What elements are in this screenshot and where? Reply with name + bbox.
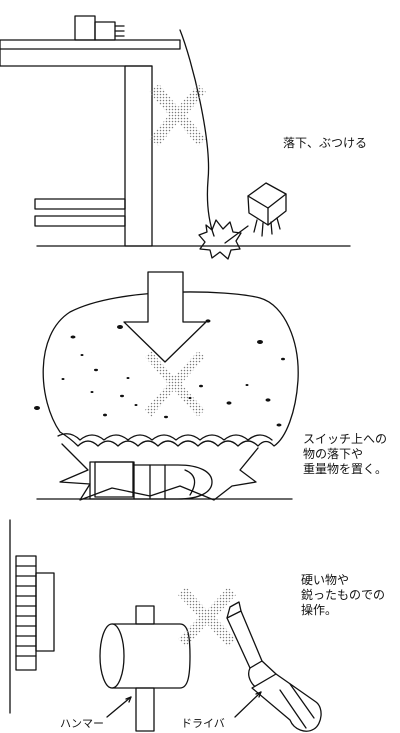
crushed-switch — [89, 461, 213, 500]
caption-press: スイッチ上への 物の落下や 重量物を置く。 — [303, 432, 387, 477]
driver-label: ドライバ — [181, 717, 225, 730]
caption-press-line: 物の落下や — [303, 447, 364, 461]
hammer-icon — [99, 605, 191, 732]
panel-tools — [9, 519, 322, 732]
hammer-label: ハンマー — [60, 717, 104, 730]
caption-press-line: 重量物を置く。 — [303, 462, 388, 476]
driver-leader — [234, 691, 262, 718]
panel-press — [36, 271, 299, 501]
caption-tools: 硬い物や 鋭ったものでの 操作。 — [301, 573, 385, 618]
prohibit-mark-3 — [178, 587, 236, 647]
impact-slash — [224, 225, 249, 244]
heavy-object — [42, 291, 299, 447]
caption-tools-line: 鋭ったものでの — [301, 588, 386, 602]
prohibit-mark-2 — [145, 351, 205, 417]
desk — [0, 39, 181, 247]
caption-drop: 落下、ぶつける — [283, 136, 367, 151]
panel-drop — [0, 15, 351, 260]
caption-drop-line: 落下、ぶつける — [283, 136, 368, 150]
wall-switch — [9, 519, 55, 714]
screwdriver-icon — [226, 601, 322, 732]
prohibit-mark-1 — [149, 84, 206, 146]
hammer-leader — [106, 696, 132, 718]
falling-switch — [247, 182, 287, 237]
caption-tools-line: 操作。 — [301, 603, 338, 617]
press-arrow — [123, 271, 207, 363]
impact-burst — [198, 219, 242, 260]
sack-speckles — [34, 319, 285, 427]
caption-tools-line: 硬い物や — [301, 573, 350, 587]
caption-press-line: スイッチ上への — [303, 432, 388, 446]
cable — [179, 29, 215, 237]
desk-device — [74, 15, 125, 41]
